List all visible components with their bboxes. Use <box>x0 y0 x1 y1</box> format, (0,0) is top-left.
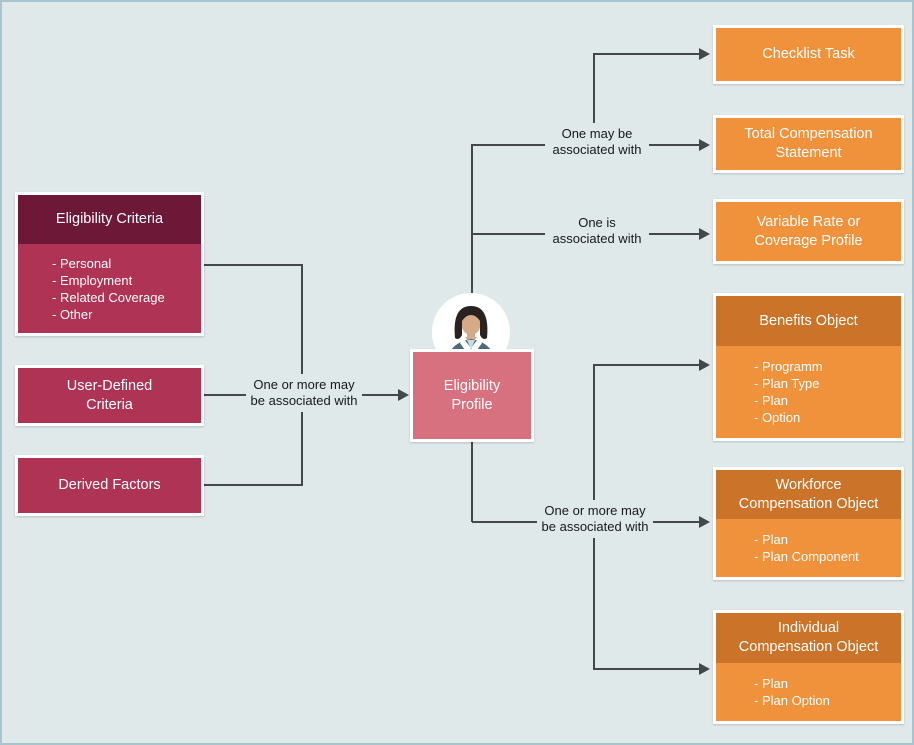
list-item: - Plan <box>754 393 788 408</box>
node-title: Checklist Task <box>762 46 855 62</box>
node-user-defined-criteria: User-Defined Criteria <box>15 365 204 426</box>
node-workforce-compensation-object: Workforce Compensation Object - Plan - P… <box>713 467 904 580</box>
list-item: - Plan <box>754 532 788 547</box>
connector-to-benefits <box>594 364 700 366</box>
node-variable-rate-coverage-profile: Variable Rate or Coverage Profile <box>713 199 904 264</box>
list-item: - Other <box>52 306 93 322</box>
node-benefits-object-body: - Programm - Plan Type - Plan - Option <box>716 346 901 438</box>
arrowhead-into-total-compensation <box>699 139 710 151</box>
list-item: - Plan <box>754 676 788 691</box>
node-individual-compensation-body: - Plan - Plan Option <box>716 663 901 721</box>
title-line: Variable Rate or <box>756 213 861 230</box>
list-item: - Plan Type <box>754 376 820 391</box>
list-item: - Personal <box>52 255 112 271</box>
node-title: Variable Rate or Coverage Profile <box>716 202 901 261</box>
node-eligibility-profile: Eligibility Profile <box>410 349 534 442</box>
label-one-may-be: One may be associated with <box>545 123 649 161</box>
label-line: be associated with <box>250 393 358 408</box>
node-derived-factors: Derived Factors <box>15 455 204 516</box>
list-item: - Related Coverage <box>52 289 165 305</box>
arrowhead-into-benefits <box>699 359 710 371</box>
node-eligibility-criteria-body: - Personal - Employment - Related Covera… <box>18 244 201 333</box>
label-one-or-more-bottom: One or more may be associated with <box>537 500 653 538</box>
title-line: User-Defined <box>66 377 153 394</box>
node-title: Derived Factors <box>58 477 161 493</box>
title-line: Compensation Object <box>738 495 879 512</box>
node-individual-compensation-object: Individual Compensation Object - Plan - … <box>713 610 904 724</box>
connector-profile-bottom <box>471 442 473 522</box>
label-one-is: One is associated with <box>545 212 649 250</box>
arrowhead-into-checklist <box>699 48 710 60</box>
node-workforce-compensation-header: Workforce Compensation Object <box>716 470 901 519</box>
node-eligibility-criteria: Eligibility Criteria - Personal - Employ… <box>15 192 204 336</box>
node-individual-compensation-header: Individual Compensation Object <box>716 613 901 663</box>
connector-criteria-to-trunk <box>204 264 302 266</box>
label-line: associated with <box>552 231 642 246</box>
title-line: Statement <box>775 145 842 161</box>
title-line: Coverage Profile <box>754 232 863 249</box>
label-line: One may be <box>561 126 633 141</box>
connector-to-checklist <box>594 53 700 55</box>
label-line: be associated with <box>541 519 649 534</box>
list-item: - Plan Component <box>754 549 859 564</box>
label-one-or-more-left: One or more may be associated with <box>246 374 362 412</box>
label-line: associated with <box>552 142 642 157</box>
node-eligibility-criteria-header: Eligibility Criteria <box>18 195 201 244</box>
node-checklist-task: Checklist Task <box>713 25 904 84</box>
list-item: - Employment <box>52 272 133 288</box>
arrowhead-into-variable-rate <box>699 228 710 240</box>
node-benefits-object: Benefits Object - Programm - Plan Type -… <box>713 293 904 441</box>
arrowhead-into-individual <box>699 663 710 675</box>
title-line: Criteria <box>86 396 133 413</box>
connector-derived-to-trunk <box>204 484 302 486</box>
node-title: Eligibility Criteria <box>55 211 164 227</box>
title-line: Total Compensation <box>744 126 873 142</box>
title-line: Compensation Object <box>738 639 879 655</box>
node-benefits-object-header: Benefits Object <box>716 296 901 346</box>
arrowhead-into-profile <box>398 389 409 401</box>
title-line: Profile <box>451 396 493 413</box>
label-line: One is <box>578 215 616 230</box>
node-title: Benefits Object <box>759 312 858 329</box>
connector-checklist-branch <box>593 53 595 146</box>
connector-to-individual <box>594 668 700 670</box>
node-title: Eligibility Profile <box>413 352 531 439</box>
list-item: - Plan Option <box>754 693 830 708</box>
label-line: One or more may <box>544 503 646 518</box>
list-item: - Programm <box>754 359 823 374</box>
title-line: Workforce <box>775 476 842 493</box>
connector-profile-top <box>471 144 473 294</box>
title-line: Individual <box>777 620 840 636</box>
list-item: - Option <box>754 410 801 425</box>
title-line: Eligibility <box>443 377 501 394</box>
node-workforce-compensation-body: - Plan - Plan Component <box>716 519 901 577</box>
node-title: Total Compensation Statement <box>716 118 901 170</box>
label-line: One or more may <box>253 377 355 392</box>
arrowhead-into-workforce <box>699 516 710 528</box>
node-total-compensation-statement: Total Compensation Statement <box>713 115 904 173</box>
node-title: User-Defined Criteria <box>18 368 201 423</box>
